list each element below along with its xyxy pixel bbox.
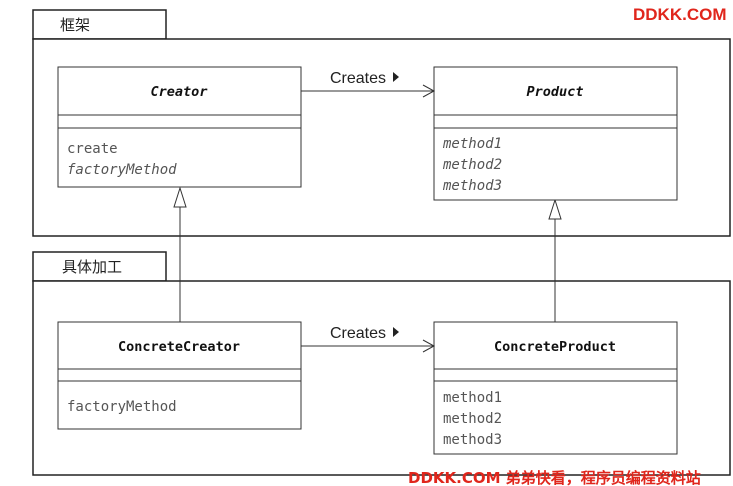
class-box: [57, 66, 302, 188]
package-label: 框架: [60, 16, 90, 34]
generalization-creator: [173, 186, 187, 322]
generalization-product: [548, 198, 562, 322]
package-tab: [32, 251, 167, 282]
class-box: [57, 321, 302, 430]
class-box: [433, 321, 678, 455]
class-product: Product method1 method2 method3: [433, 66, 678, 201]
class-name: Creator: [151, 84, 209, 100]
class-member: factoryMethod: [67, 399, 177, 415]
class-name: Product: [527, 84, 584, 100]
package-label: 具体加工: [62, 258, 122, 276]
class-member: create: [67, 141, 118, 157]
class-member: factoryMethod: [67, 162, 177, 178]
class-concrete-creator: ConcreteCreator factoryMethod: [57, 321, 302, 430]
class-box: [433, 66, 678, 201]
watermark-top: DDKK.COM: [633, 5, 727, 24]
hollow-triangle-icon: [173, 186, 187, 208]
class-name: ConcreteCreator: [118, 339, 240, 355]
class-member: method3: [443, 432, 502, 448]
class-creator: Creator create factoryMethod: [57, 66, 302, 188]
association-label: Creates: [330, 70, 386, 87]
association-creates-top: Creates: [301, 70, 436, 98]
class-member: method3: [442, 178, 502, 194]
class-member: method2: [443, 411, 502, 427]
arrowhead-icon: [422, 339, 436, 353]
class-member: method1: [442, 136, 502, 152]
association-creates-bottom: Creates: [301, 325, 436, 353]
class-member: method1: [443, 390, 502, 406]
triangle-right-icon: [393, 327, 399, 337]
class-name: ConcreteProduct: [494, 339, 616, 355]
class-member: method2: [442, 157, 502, 173]
arrowhead-icon: [422, 84, 436, 98]
watermark-bottom: DDKK.COM 弟弟快看，程序员编程资料站: [408, 469, 701, 486]
association-label: Creates: [330, 325, 386, 342]
hollow-triangle-icon: [548, 198, 562, 220]
class-concrete-product: ConcreteProduct method1 method2 method3: [433, 321, 678, 455]
triangle-right-icon: [393, 72, 399, 82]
package-tab: [32, 9, 167, 40]
